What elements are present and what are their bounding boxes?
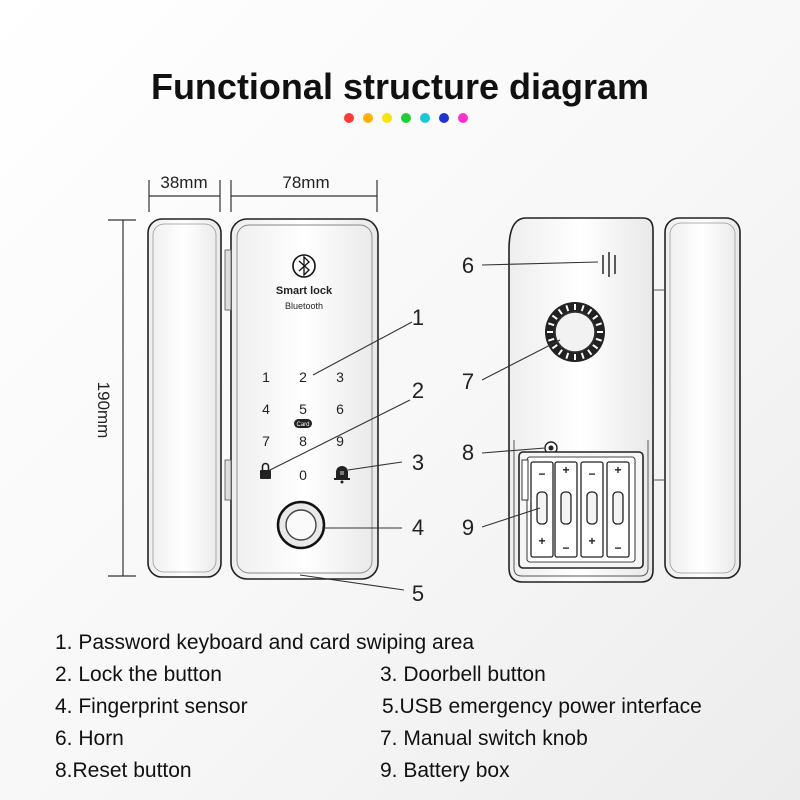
color-dots: [344, 113, 468, 123]
battery-sign: +: [588, 534, 595, 548]
battery-sign: −: [614, 541, 621, 555]
color-dot: [363, 113, 373, 123]
knob-tick: [580, 305, 585, 312]
switch-knob-icon[interactable]: [545, 302, 605, 362]
callout-numbers: 1 2 3 4 5 6 7 8 9: [412, 253, 474, 606]
card-label: Card: [296, 422, 309, 428]
key-1[interactable]: 1: [262, 369, 270, 385]
card-badge: Card: [294, 419, 312, 428]
knob-tick: [595, 337, 602, 342]
page-title: Functional structure diagram: [150, 66, 650, 107]
dimension-height-label: 190mm: [94, 382, 113, 439]
lock-icon[interactable]: [260, 462, 271, 480]
fingerprint-sensor-icon[interactable]: [276, 500, 326, 550]
legend-item-2: 2. Lock the button: [55, 663, 222, 686]
brand-label: Smart lock: [276, 285, 333, 297]
callout-8: 8: [462, 440, 474, 465]
back-side-block: [664, 217, 741, 579]
dimension-front-width-label: 78mm: [282, 173, 329, 192]
knob-tick: [592, 344, 599, 350]
knob-tick: [557, 349, 563, 356]
key-0[interactable]: 0: [299, 467, 307, 483]
legend-item-8: 8.Reset button: [55, 759, 192, 782]
key-6[interactable]: 6: [336, 401, 344, 417]
dimension-side-width: [148, 180, 221, 212]
callout-3: 3: [412, 450, 424, 475]
bell-icon[interactable]: [334, 466, 350, 484]
keypad: 1 2 3 4 5 6 7 8 9 0: [262, 369, 344, 483]
knob-tick: [565, 305, 570, 312]
dimension-side-width-label: 38mm: [160, 173, 207, 192]
lock-side-block: [147, 218, 222, 578]
legend-item-3: 3. Doorbell button: [380, 663, 546, 686]
callout-6: 6: [462, 253, 474, 278]
bluetooth-icon: [292, 254, 316, 278]
callout-2: 2: [412, 378, 424, 403]
callout-4: 4: [412, 515, 424, 540]
color-dot: [401, 113, 411, 123]
knob-tick: [548, 322, 555, 327]
knob-tick: [587, 349, 593, 356]
legend-item-5: 5.USB emergency power interface: [382, 695, 702, 718]
color-dot: [344, 113, 354, 123]
bluetooth-label: Bluetooth: [285, 301, 323, 311]
battery-signs: + + + + − − − −: [538, 463, 621, 555]
color-dot: [439, 113, 449, 123]
key-5[interactable]: 5: [299, 401, 307, 417]
horn-icon: [602, 252, 616, 277]
knob-tick: [548, 337, 555, 342]
dimension-front-width: [230, 180, 378, 212]
front-panel: [224, 218, 379, 580]
key-2[interactable]: 2: [299, 369, 307, 385]
battery-sign: +: [614, 463, 621, 477]
knob-tick: [587, 308, 593, 315]
legend-item-6: 6. Horn: [55, 727, 124, 750]
legend-item-7: 7. Manual switch knob: [380, 727, 588, 750]
key-4[interactable]: 4: [262, 401, 270, 417]
callout-5: 5: [412, 581, 424, 606]
knob-tick: [595, 322, 602, 327]
callout-7: 7: [462, 369, 474, 394]
battery-sign: −: [538, 467, 545, 481]
legend-item-1: 1. Password keyboard and card swiping ar…: [55, 631, 475, 654]
knob-tick: [580, 352, 585, 359]
battery-sign: +: [538, 534, 545, 548]
battery-sign: −: [588, 467, 595, 481]
callout-lines: [269, 261, 599, 591]
knob-tick: [557, 308, 563, 315]
key-3[interactable]: 3: [336, 369, 344, 385]
battery-cells: [530, 461, 630, 558]
battery-sign: +: [562, 463, 569, 477]
knob-tick: [551, 314, 558, 320]
knob-tick: [565, 352, 570, 359]
dimension-height: [108, 219, 136, 577]
key-9[interactable]: 9: [336, 433, 344, 449]
color-dot: [458, 113, 468, 123]
knob-tick: [551, 344, 558, 350]
battery-sign: −: [562, 541, 569, 555]
legend-item-9: 9. Battery box: [380, 759, 510, 782]
key-7[interactable]: 7: [262, 433, 270, 449]
callout-9: 9: [462, 515, 474, 540]
legend-item-4: 4. Fingerprint sensor: [55, 695, 248, 718]
color-dot: [382, 113, 392, 123]
knob-tick: [592, 314, 599, 320]
callout-1: 1: [412, 305, 424, 330]
key-8[interactable]: 8: [299, 433, 307, 449]
color-dot: [420, 113, 430, 123]
